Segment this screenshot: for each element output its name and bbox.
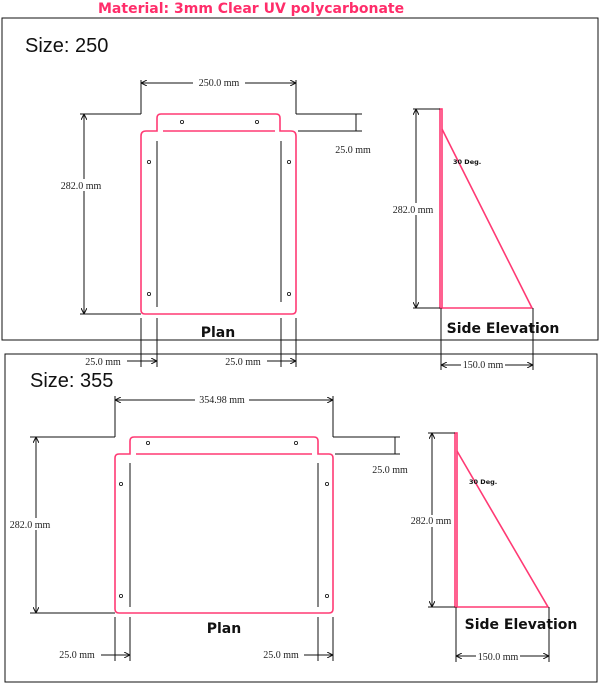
mounting-holes	[146, 120, 291, 296]
tab-dimension: 25.0 mm	[372, 465, 408, 476]
side-elevation-label: Side Elevation	[447, 321, 560, 337]
angle-label: 30 Deg.	[469, 478, 497, 486]
panel-size-355: Size: 355 354.98 mm 282.0 mm 25.0 mm	[4, 353, 598, 683]
width-dimension: 354.98 mm	[199, 395, 245, 406]
side-elevation-view: 282.0 mm 30 Deg. Side Elevation 150.0 mm	[391, 108, 560, 371]
plan-label: Plan	[201, 325, 235, 341]
mounting-holes	[119, 440, 329, 599]
side-depth-dimension: 150.0 mm	[463, 360, 504, 371]
side-height-dimension: 282.0 mm	[393, 205, 434, 216]
left-fold-dimension: 25.0 mm	[59, 650, 95, 661]
plan-outline	[114, 436, 334, 614]
side-height-dimension: 282.0 mm	[411, 516, 452, 527]
height-dimension: 282.0 mm	[61, 181, 102, 192]
plan-view: 354.98 mm 282.0 mm 25.0 mm 25.0 mm 25.0 …	[8, 394, 408, 661]
side-elevation-view: 282.0 mm 30 Deg. Side Elevation 150.0 mm	[408, 432, 578, 663]
tab-dimension: 25.0 mm	[335, 145, 371, 156]
panel-size-250: Size: 250 250.0 mm 282.0 mm 25.0 mm	[1, 17, 599, 371]
plan-outline	[140, 113, 297, 315]
width-dimension: 250.0 mm	[199, 78, 240, 89]
angle-label: 30 Deg.	[453, 158, 481, 166]
panel-title: Size: 355	[30, 370, 113, 392]
plan-view: 250.0 mm 282.0 mm 25.0 mm 25.0 mm 25.0 m…	[58, 77, 371, 368]
panel-border	[1, 17, 599, 341]
height-dimension: 282.0 mm	[10, 520, 51, 531]
side-triangle	[441, 128, 534, 309]
left-fold-dimension: 25.0 mm	[85, 357, 121, 368]
material-heading: Material: 3mm Clear UV polycarbonate	[98, 1, 404, 17]
plan-label: Plan	[207, 621, 241, 637]
panel-title: Size: 250	[25, 35, 108, 57]
panel-border	[4, 353, 598, 683]
right-fold-dimension: 25.0 mm	[225, 357, 261, 368]
side-depth-dimension: 150.0 mm	[478, 652, 519, 663]
side-elevation-label: Side Elevation	[465, 617, 578, 633]
right-fold-dimension: 25.0 mm	[263, 650, 299, 661]
side-triangle	[456, 450, 550, 608]
